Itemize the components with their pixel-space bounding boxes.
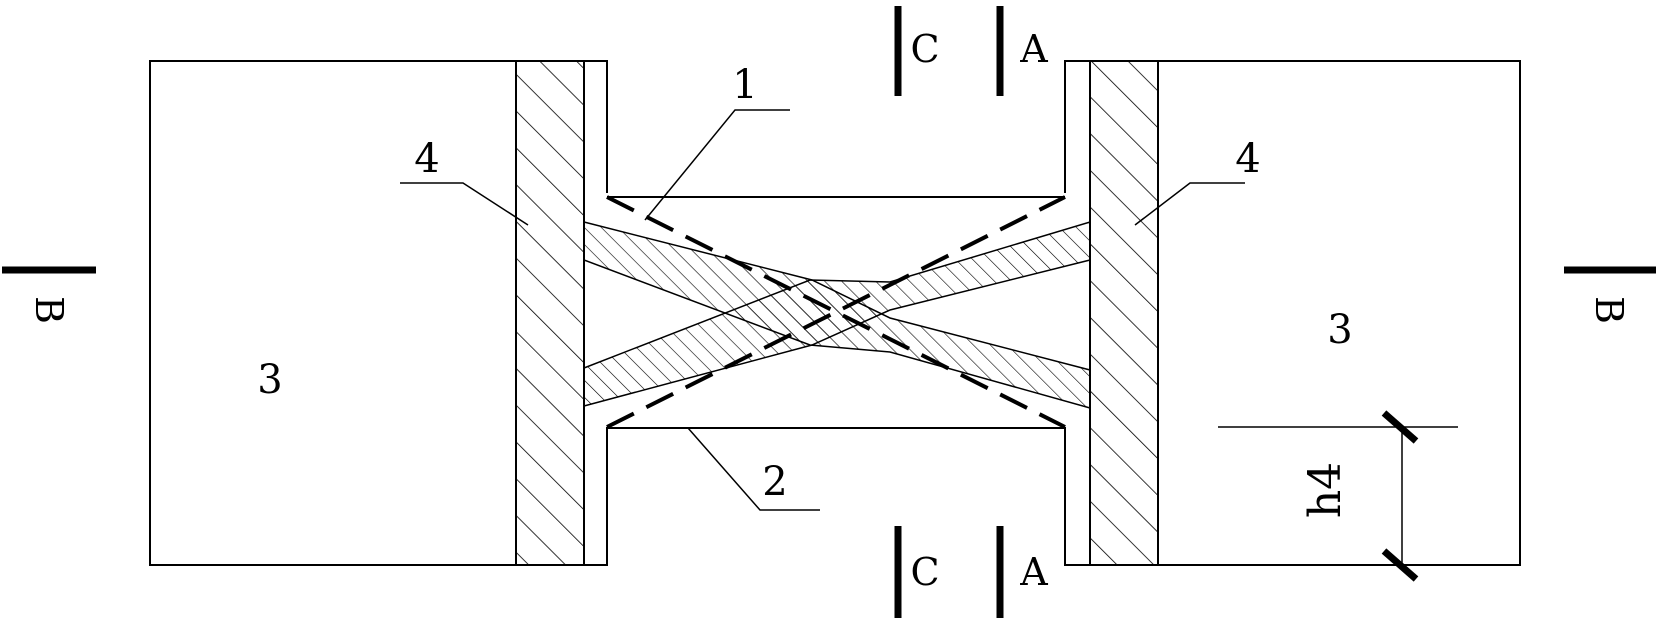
label-layer-4-right: 4 [1235, 136, 1260, 182]
leader-layer-4-left [400, 182, 529, 226]
right-hatched-layer-4 [1089, 60, 1159, 566]
dimension-label-h4: h4 [1300, 462, 1351, 518]
dimension-tick-bottom [1381, 548, 1419, 582]
leader-member-1 [644, 109, 790, 221]
left-block-3 [149, 60, 517, 566]
label-member-1: 1 [732, 62, 757, 108]
section-label-a-bottom: A [1019, 550, 1048, 594]
label-block-3-left: 3 [257, 357, 282, 403]
section-label-c-bottom: C [910, 550, 939, 594]
left-hatched-layer-4 [515, 60, 585, 566]
leader-layer-4-right [1134, 182, 1245, 226]
section-label-b-right: B [1587, 296, 1631, 324]
leader-member-2 [687, 427, 820, 511]
label-layer-4-left: 4 [414, 136, 439, 182]
section-label-c-top: C [910, 27, 939, 71]
dimension-tick-top [1381, 410, 1419, 444]
label-member-2: 2 [762, 459, 787, 505]
label-block-3-right: 3 [1327, 307, 1352, 353]
left-flange-outline [584, 60, 608, 566]
section-label-a-top: A [1019, 27, 1048, 71]
brace-ascending [583, 220, 1091, 407]
section-label-b-left: B [27, 296, 71, 324]
right-flange-outline [1064, 60, 1090, 566]
